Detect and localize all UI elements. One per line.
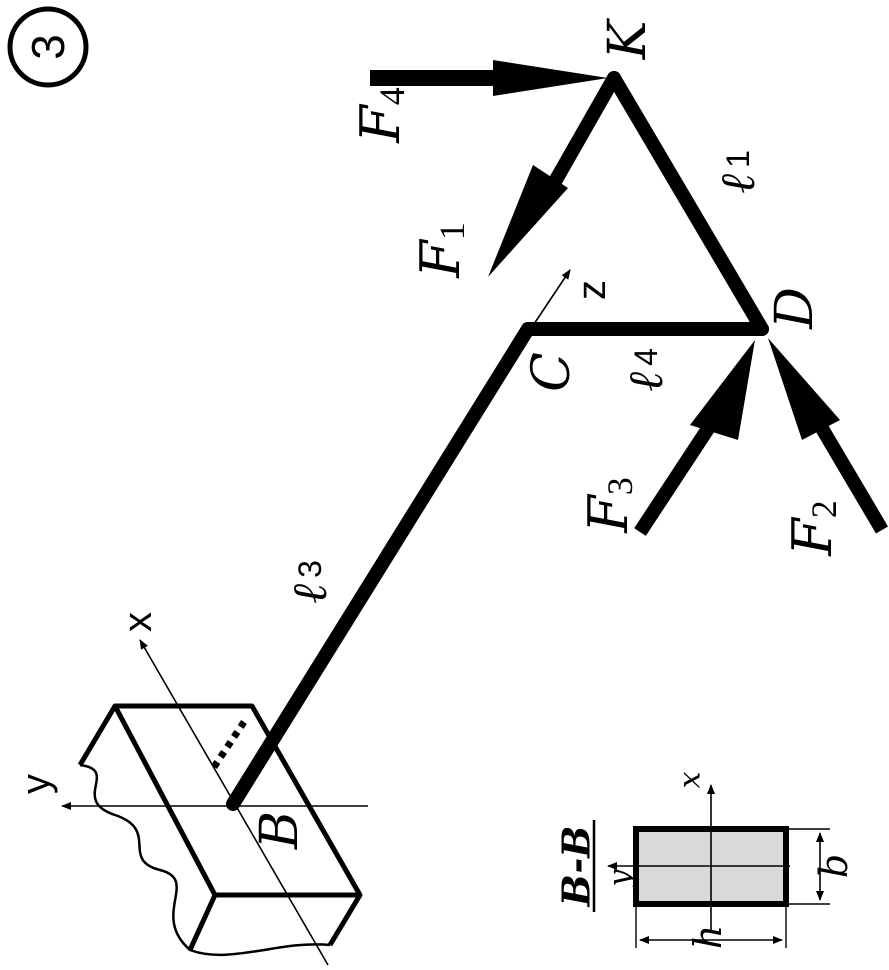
length-l1-symbol: ℓ — [710, 174, 766, 194]
length-l4-label: ℓ4 — [618, 348, 674, 392]
length-l3-subscript: 3 — [292, 560, 328, 578]
force-f2-symbol: F — [781, 516, 844, 557]
force-f2-head — [768, 338, 840, 440]
svg-text:F4: F4 — [349, 87, 413, 143]
cross-section-bb: B-B x y h b — [554, 771, 857, 949]
length-l1-subscript: 1 — [720, 150, 756, 168]
block-edge-right — [327, 893, 363, 947]
problem-number-circle — [7, 6, 89, 88]
force-f3 — [634, 340, 755, 536]
svg-text:ℓ1: ℓ1 — [710, 150, 766, 194]
z-axis-line — [529, 269, 571, 331]
force-f1 — [488, 165, 568, 277]
svg-text:F2: F2 — [781, 500, 845, 556]
z-axis: z — [529, 269, 614, 331]
problem-number-badge: 3 — [7, 6, 89, 88]
force-f4-subscript: 4 — [372, 87, 412, 105]
force-f2 — [768, 338, 889, 534]
member-dk — [607, 71, 769, 336]
force-f1-head — [488, 165, 568, 277]
force-f1-subscript: 1 — [432, 222, 472, 240]
force-f3-symbol: F — [577, 493, 640, 534]
y-axis-label: y — [14, 774, 58, 794]
section-b-label: b — [812, 854, 856, 878]
length-l4-symbol: ℓ — [618, 372, 674, 392]
force-f2-subscript: 2 — [804, 500, 844, 518]
block-edge-top — [77, 704, 118, 767]
force-f4 — [370, 60, 608, 96]
svg-text:ℓ4: ℓ4 — [618, 348, 674, 392]
point-d-label: D — [765, 287, 825, 330]
svg-text:ℓ3: ℓ3 — [282, 560, 338, 604]
force-f3-label: F3 — [577, 477, 641, 533]
force-f3-head — [690, 340, 755, 440]
length-l4-subscript: 4 — [628, 348, 664, 366]
member-bc — [226, 322, 535, 811]
z-axis-label: z — [570, 280, 614, 300]
hidden-member-dashes — [209, 720, 247, 772]
force-f2-label: F2 — [781, 500, 845, 556]
force-f4-head — [493, 60, 608, 96]
point-c-label: C — [522, 352, 582, 392]
section-y-label: y — [603, 868, 638, 888]
section-title: B-B — [554, 826, 599, 908]
svg-text:F1: F1 — [409, 222, 473, 278]
member-kc — [546, 71, 621, 192]
length-l3-symbol: ℓ — [282, 584, 338, 604]
wall-break-edge — [79, 763, 331, 957]
svg-text:F3: F3 — [577, 477, 641, 533]
length-l3-label: ℓ3 — [282, 560, 338, 604]
section-h-label: h — [686, 925, 730, 949]
force-f3-shaft — [634, 414, 721, 536]
x-axis-label: x — [116, 612, 160, 632]
length-l1-label: ℓ1 — [710, 150, 766, 194]
block-edge-bottom — [187, 893, 218, 952]
section-x-label: x — [673, 771, 708, 788]
support-block — [77, 703, 363, 957]
force-f4-label: F4 — [349, 87, 413, 143]
force-f2-shaft — [813, 421, 889, 534]
problem-number: 3 — [22, 34, 74, 60]
force-f1-label: F1 — [409, 222, 473, 278]
force-f1-symbol: F — [409, 238, 472, 279]
point-k-label: K — [598, 17, 658, 60]
force-f3-subscript: 3 — [600, 477, 640, 495]
force-f4-symbol: F — [349, 103, 412, 144]
frame — [209, 71, 769, 811]
point-b-label: B — [250, 811, 310, 850]
